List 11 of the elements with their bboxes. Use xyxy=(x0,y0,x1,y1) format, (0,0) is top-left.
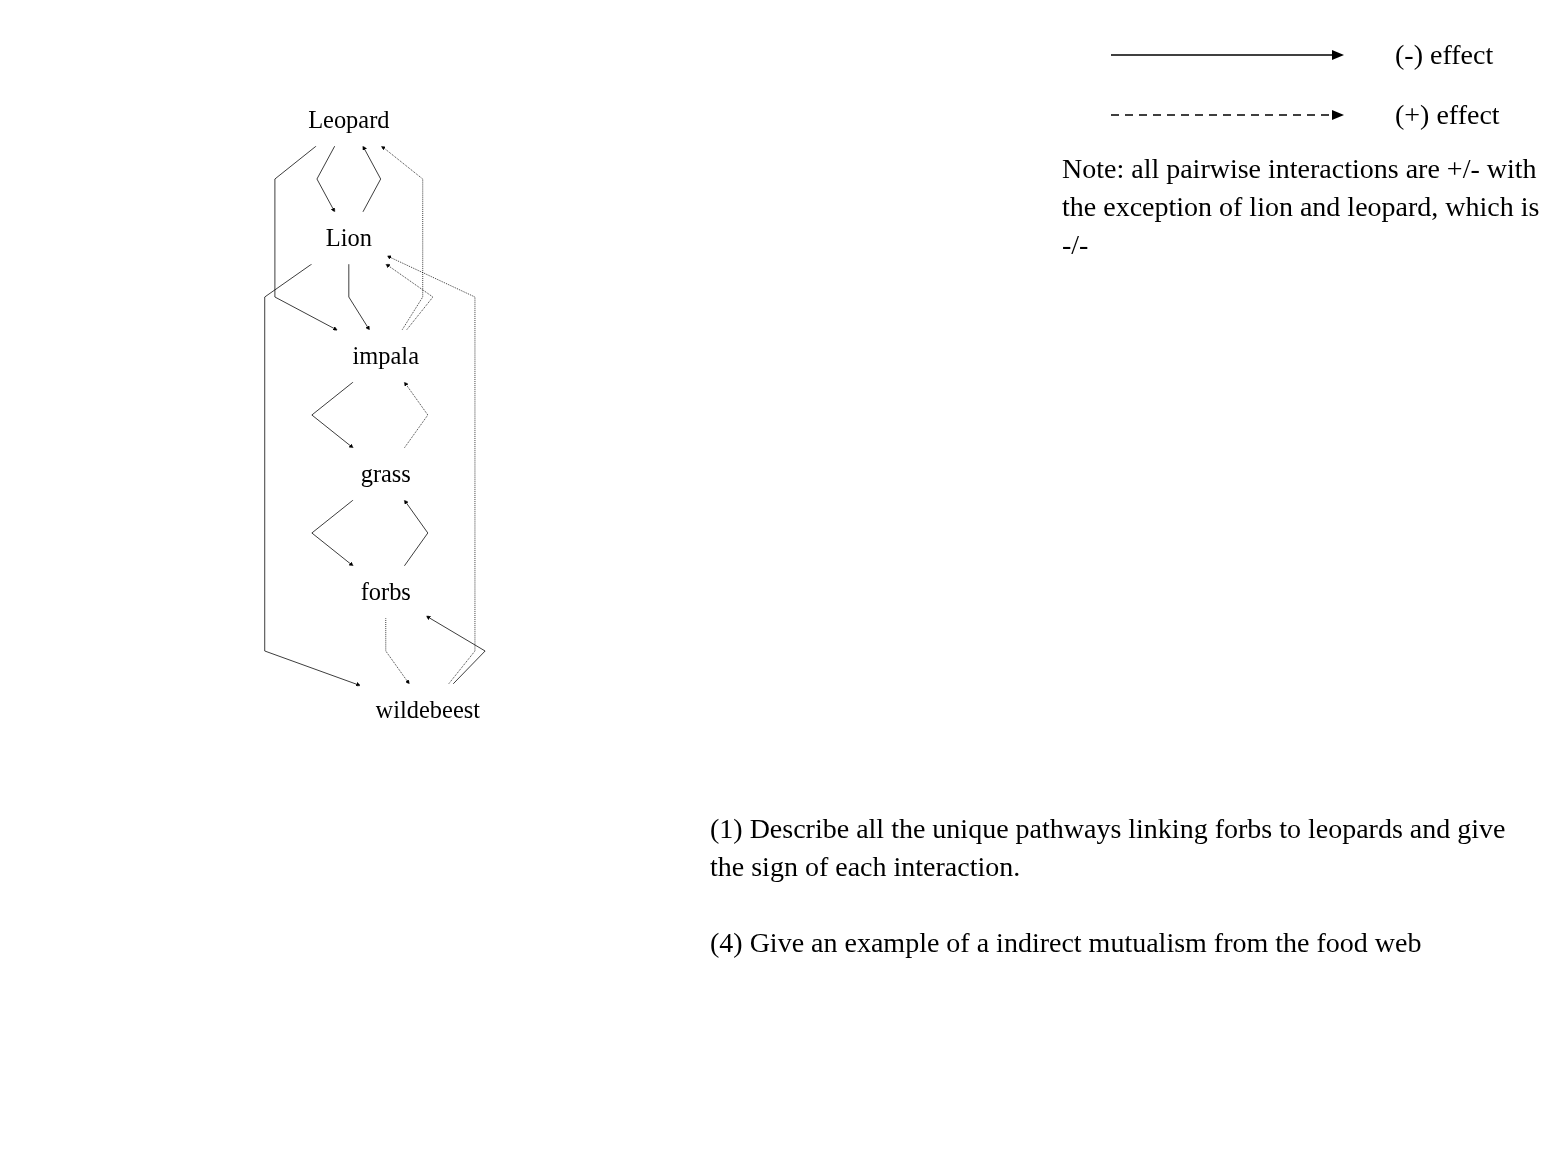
node-text: impala xyxy=(352,342,419,370)
legend-text: (-) effect xyxy=(1395,39,1494,71)
question-text: (4) Give an example of a indirect mutualism from the food web xyxy=(710,926,1423,960)
legend-text: (+) effect xyxy=(1395,99,1500,131)
node-text: grass xyxy=(360,460,411,488)
node-text: forbs xyxy=(360,578,411,606)
node-text: Lion xyxy=(325,224,372,252)
note-text: Note: all pairwise interactions are +/- with the exception of lion and leopard, which is -/- xyxy=(1062,152,1541,262)
node-text: Leopard xyxy=(308,106,390,134)
node-text: wildebeest xyxy=(375,696,481,724)
question-text: (1) Describe all the unique pathways linking forbs to leopards and give the sign of each interaction. xyxy=(710,812,1507,884)
